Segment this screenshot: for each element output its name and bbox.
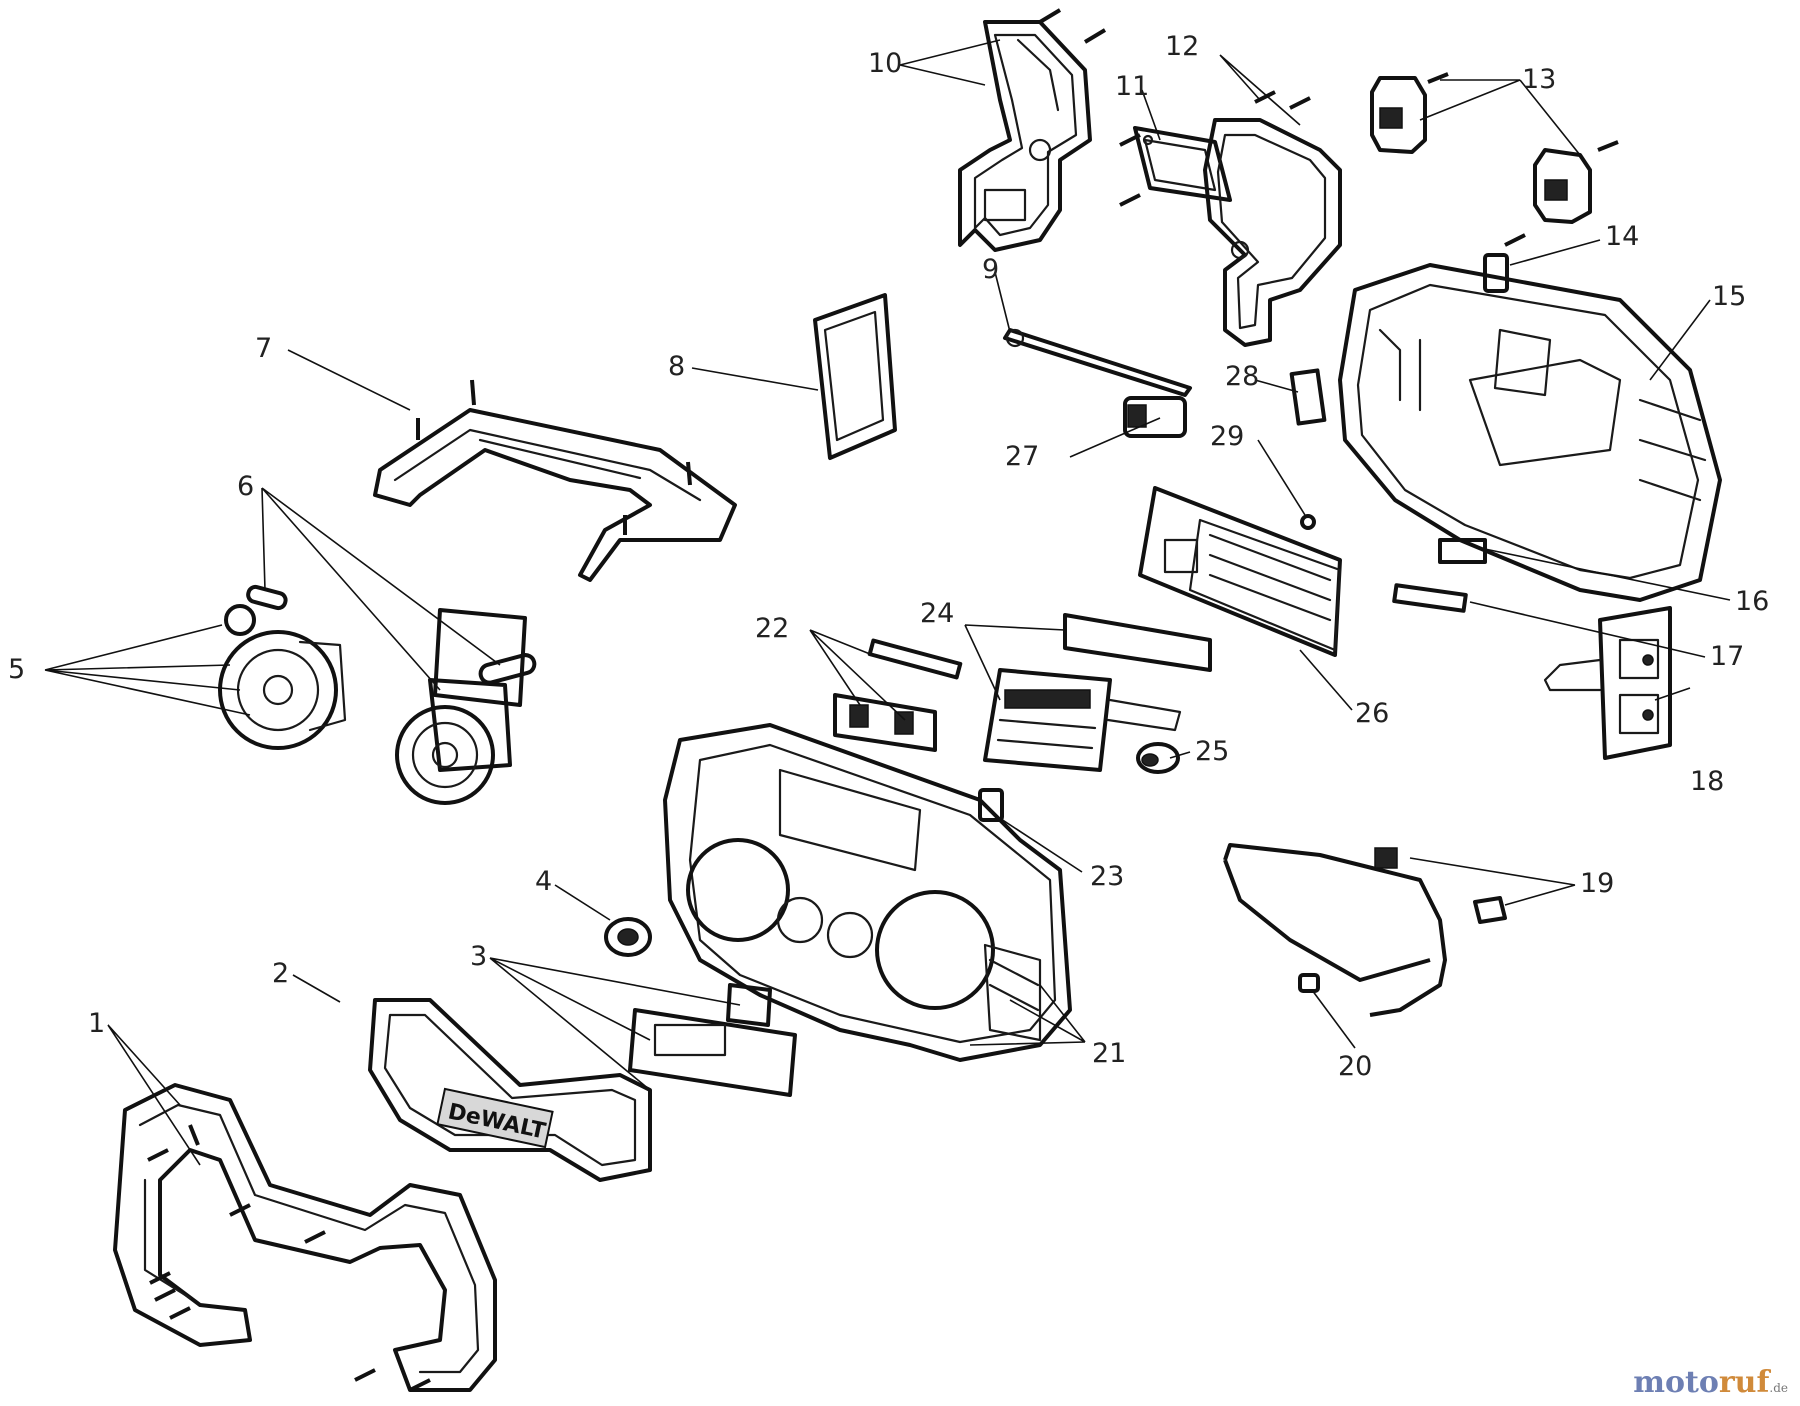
callout-18: 18 — [1690, 766, 1724, 797]
part-17-strip — [1392, 583, 1468, 613]
part-22-port-assembly — [833, 638, 963, 752]
callout-17: 17 — [1710, 641, 1744, 672]
callout-29: 29 — [1210, 421, 1244, 452]
callout-13: 13 — [1522, 64, 1556, 95]
part-3-front-trim — [628, 983, 797, 1097]
callout-4: 4 — [535, 866, 552, 897]
part-21-front-housing — [663, 723, 1072, 1062]
callout-28: 28 — [1225, 361, 1259, 392]
part-27-switch — [1123, 396, 1187, 438]
callout-9: 9 — [982, 254, 999, 285]
part-8-battery-door — [813, 293, 897, 460]
callout-1: 1 — [88, 1008, 105, 1039]
part-18-outlet-panel — [1543, 606, 1672, 760]
callout-5: 5 — [8, 654, 25, 685]
part-26-circuit-board — [1138, 486, 1342, 657]
callout-15: 15 — [1712, 281, 1746, 312]
callout-24: 24 — [920, 598, 954, 629]
part-14-clip — [1483, 253, 1509, 293]
part-12-right-handle — [1203, 118, 1342, 347]
part-24-display-module — [983, 613, 1212, 772]
callout-10: 10 — [868, 48, 902, 79]
part-4-knob — [604, 917, 652, 957]
leader-lines — [44, 39, 1731, 1166]
watermark-logo: motoruf.de — [1633, 1365, 1788, 1400]
callout-23: 23 — [1090, 861, 1124, 892]
callout-11: 11 — [1115, 71, 1149, 102]
callout-14: 14 — [1605, 221, 1639, 252]
callout-19: 19 — [1580, 868, 1614, 899]
watermark-tld: .de — [1769, 1381, 1788, 1395]
part-19-ac-cord — [1223, 843, 1507, 1017]
callout-20: 20 — [1338, 1051, 1372, 1082]
callout-21: 21 — [1092, 1038, 1126, 1069]
callout-27: 27 — [1005, 441, 1039, 472]
part-9-antenna — [1003, 328, 1192, 397]
part-5-speakers — [218, 604, 495, 805]
part-20-clip — [1298, 973, 1320, 993]
callout-3: 3 — [470, 941, 487, 972]
part-29-nut — [1300, 514, 1316, 530]
part-6-speaker-grill — [246, 584, 537, 772]
callout-26: 26 — [1355, 698, 1389, 729]
callout-7: 7 — [255, 333, 272, 364]
callout-8: 8 — [668, 351, 685, 382]
part-13-caps — [1370, 76, 1592, 224]
part-2-brand-plate: DeWALT — [368, 998, 652, 1182]
part-16-connector — [1438, 538, 1487, 564]
part-11-bracket-plate — [1133, 126, 1232, 202]
watermark-name-b: ruf — [1718, 1365, 1770, 1400]
callout-numbers: 1 2 3 4 5 6 7 8 9 10 11 12 13 14 15 16 1… — [8, 31, 1769, 1082]
part-15-rear-housing — [1338, 263, 1722, 602]
callout-16: 16 — [1735, 586, 1769, 617]
watermark-name-a: moto — [1633, 1365, 1719, 1400]
callout-6: 6 — [237, 471, 254, 502]
callout-25: 25 — [1195, 736, 1229, 767]
part-10-side-handle — [958, 20, 1092, 252]
screws — [147, 8, 1619, 1392]
callout-12: 12 — [1165, 31, 1199, 62]
callout-2: 2 — [272, 958, 289, 989]
part-1-front-handle — [113, 1083, 497, 1392]
part-7-top-handle — [373, 408, 737, 582]
part-28-plate — [1289, 368, 1327, 426]
callout-22: 22 — [755, 613, 789, 644]
part-25-knob — [1136, 742, 1180, 774]
part-23-module — [978, 788, 1004, 822]
